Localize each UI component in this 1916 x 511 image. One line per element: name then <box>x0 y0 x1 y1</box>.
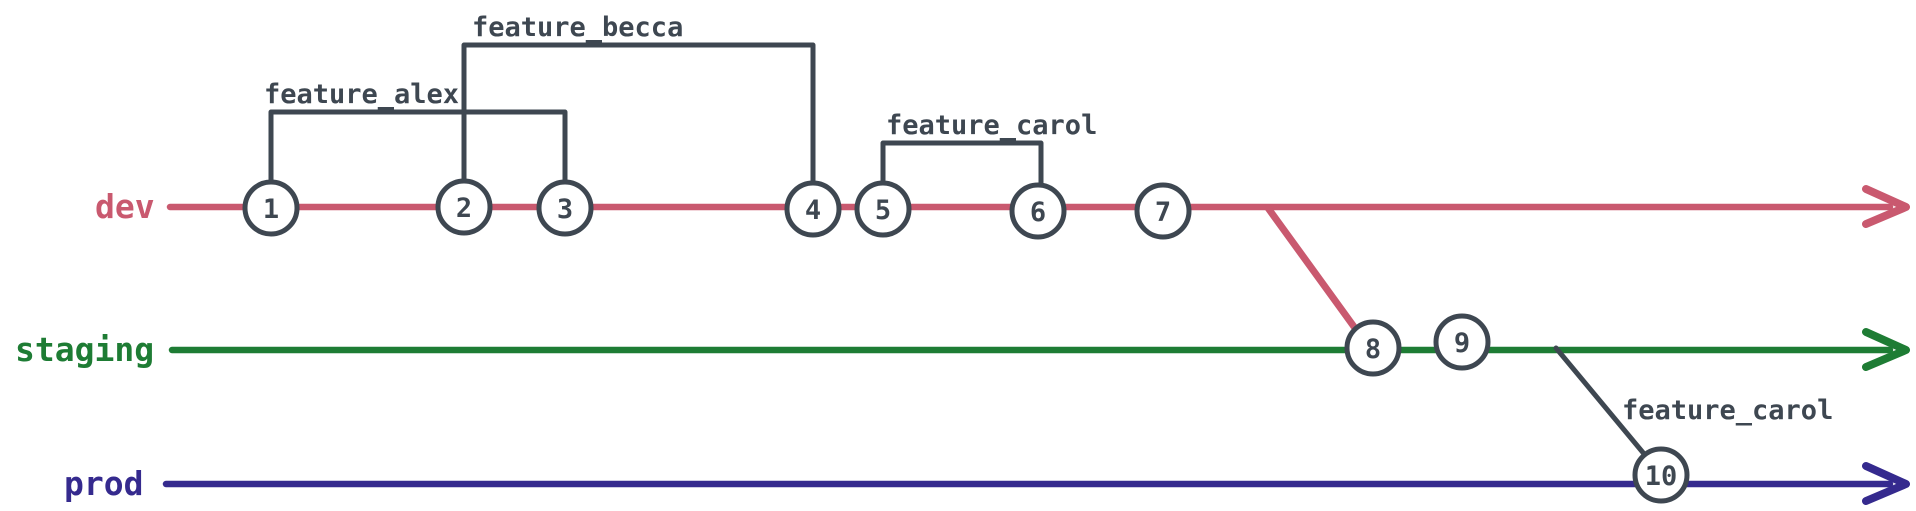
feature-label-feature_becca: feature_becca <box>472 12 683 43</box>
merge-line-dev-to-staging <box>1264 204 1364 339</box>
merge-line-staging-to-prod <box>1553 345 1648 458</box>
commit-node-10 <box>1632 446 1690 504</box>
branch-arrowhead-dev <box>1862 185 1910 228</box>
branch-arrowhead-staging <box>1862 328 1910 371</box>
branch-label-prod: prod <box>64 464 143 503</box>
branch-label-staging: staging <box>15 330 154 369</box>
commit-node-2 <box>435 178 493 236</box>
merge-label-staging-to-prod: feature_carol <box>1622 395 1833 426</box>
branch-label-dev: dev <box>95 187 155 226</box>
feature-bracket-feature_becca <box>461 42 816 188</box>
commit-node-4 <box>784 180 842 238</box>
commit-label-5: 5 <box>875 195 891 226</box>
commit-label-3: 3 <box>557 194 573 225</box>
commit-label-8: 8 <box>1365 334 1381 365</box>
commit-label-4: 4 <box>805 195 821 226</box>
commit-label-2: 2 <box>456 193 472 224</box>
commit-label-10: 10 <box>1645 461 1678 492</box>
commit-node-6 <box>1009 182 1067 240</box>
commit-node-9 <box>1433 313 1491 371</box>
commit-label-7: 7 <box>1155 197 1171 228</box>
feature-label-feature_carol: feature_carol <box>886 110 1097 141</box>
commit-node-3 <box>536 179 594 237</box>
commit-label-6: 6 <box>1030 197 1046 228</box>
commit-node-1 <box>242 179 300 237</box>
commit-node-7 <box>1134 182 1192 240</box>
commit-node-8 <box>1344 319 1402 377</box>
feature-bracket-feature_carol <box>880 140 1044 189</box>
branch-arrowhead-prod <box>1862 462 1910 505</box>
feature-bracket-feature_alex <box>268 109 568 188</box>
commit-label-1: 1 <box>263 194 279 225</box>
commit-node-5 <box>854 180 912 238</box>
commit-label-9: 9 <box>1454 328 1470 359</box>
feature-label-feature_alex: feature_alex <box>264 79 459 110</box>
